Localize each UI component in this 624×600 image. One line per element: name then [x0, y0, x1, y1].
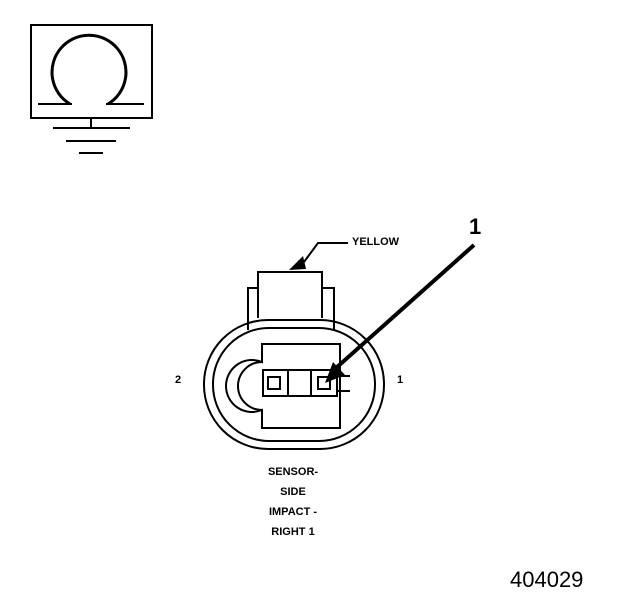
figure-number: 404029: [510, 567, 584, 592]
sensor-name: SENSOR- SIDE IMPACT - RIGHT 1: [244, 462, 342, 542]
sensor-name-line: IMPACT -: [268, 506, 318, 518]
callout-number: 1: [469, 214, 482, 239]
sensor-name-line: RIGHT 1: [271, 526, 315, 538]
wire-color-leader: [289, 242, 348, 270]
connector-housing: [203, 271, 385, 450]
sensor-name-line: SENSOR-: [267, 466, 319, 478]
sensor-name-line: SIDE: [280, 486, 306, 498]
wire-color-label: YELLOW: [352, 236, 400, 248]
ohm-resistance-icon: [30, 24, 153, 119]
pin-right-label: 1: [397, 374, 404, 386]
callout-arrow: [325, 243, 476, 383]
pin-left-label: 2: [175, 374, 182, 386]
ground-symbol-icon: [53, 118, 130, 154]
